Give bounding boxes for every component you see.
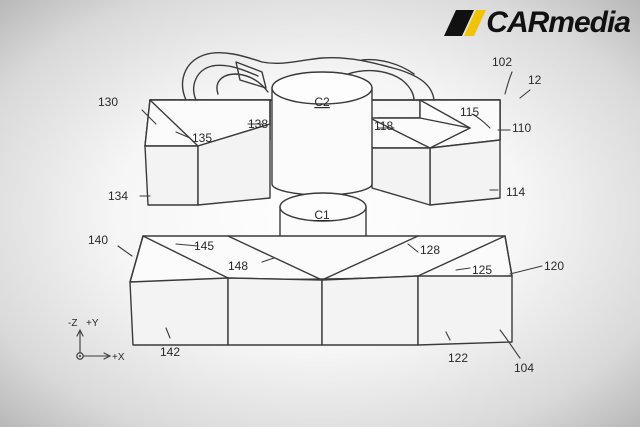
carmedia-logo: CARmedia bbox=[442, 6, 631, 40]
ref-140: 140 bbox=[88, 233, 108, 247]
cylinder-c2-label: C2 bbox=[314, 95, 330, 109]
cylinder-c2: C2 bbox=[271, 71, 373, 196]
ref-114: 114 bbox=[506, 185, 525, 199]
ref-118: 118 bbox=[374, 119, 393, 133]
ref-115: 115 bbox=[460, 105, 479, 119]
ref-134: 134 bbox=[108, 189, 128, 203]
ref-128: 128 bbox=[420, 243, 440, 257]
ref-142: 142 bbox=[160, 345, 180, 359]
axis-indicator: -Z +Y +X bbox=[68, 318, 125, 363]
ref-122: 122 bbox=[448, 351, 468, 365]
axis-z-label: -Z bbox=[68, 318, 77, 329]
axis-x-label: +X bbox=[112, 352, 125, 363]
motor-cable-bundle bbox=[181, 52, 435, 101]
leader-lines bbox=[117, 71, 543, 359]
ref-135: 135 bbox=[192, 131, 212, 145]
ref-125: 125 bbox=[472, 263, 492, 277]
ref-138: 138 bbox=[248, 117, 268, 131]
ref-12: 12 bbox=[528, 73, 542, 87]
ref-120: 120 bbox=[544, 259, 564, 273]
upper-block bbox=[144, 99, 501, 206]
reference-numerals: 102 12 110 115 118 114 138 135 130 134 1… bbox=[88, 55, 564, 375]
ref-102: 102 bbox=[492, 55, 512, 69]
ref-104: 104 bbox=[514, 361, 534, 375]
axis-y-label: +Y bbox=[86, 318, 99, 329]
ref-148: 148 bbox=[228, 259, 248, 273]
cylinder-c1-label: C1 bbox=[314, 208, 330, 222]
ref-130: 130 bbox=[98, 95, 118, 109]
logo-stripe-icon bbox=[442, 8, 487, 38]
lower-block bbox=[129, 235, 513, 346]
ref-145: 145 bbox=[194, 239, 214, 253]
ref-110: 110 bbox=[512, 121, 531, 135]
logo-wordmark: CARmedia bbox=[486, 6, 631, 39]
